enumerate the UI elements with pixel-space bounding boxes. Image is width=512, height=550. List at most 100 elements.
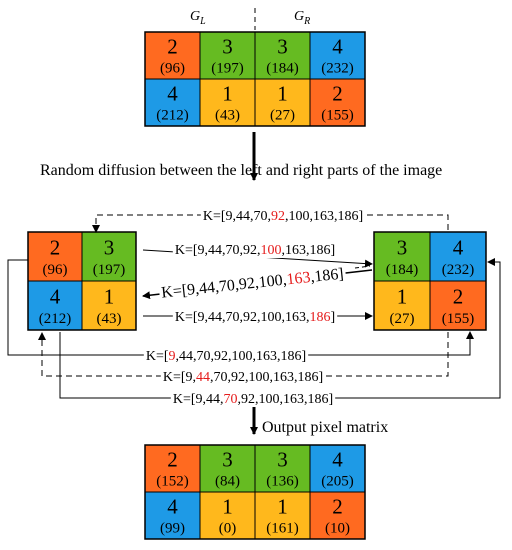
cell-background	[27, 280, 83, 331]
cell-background	[199, 491, 256, 540]
matrix-cell: 2(96)	[144, 31, 201, 80]
cell-index: 2	[453, 285, 464, 309]
matrix-cell: 1(27)	[254, 78, 311, 127]
matrix-cell: 4(232)	[429, 231, 487, 282]
cell-value: (84)	[215, 473, 240, 489]
key-suffix: ]	[329, 392, 334, 407]
key-prefix: K=[	[161, 282, 189, 302]
cell-index: 2	[332, 82, 343, 106]
cell-index: 2	[332, 495, 343, 519]
matrix-cell: 4(232)	[309, 31, 366, 80]
key-item: 100	[261, 310, 282, 325]
key-sep: ,	[193, 370, 197, 385]
key-item: 92	[231, 370, 245, 385]
matrix-cell: 4(99)	[144, 491, 201, 540]
cell-index: 1	[277, 495, 288, 519]
cell-index: 4	[332, 448, 343, 472]
key-sep: ,	[282, 271, 288, 288]
matrix-cell: 3(136)	[254, 444, 311, 493]
key-label-bg	[172, 310, 338, 325]
key-item: 163	[285, 243, 306, 258]
cell-value: (212)	[39, 311, 72, 327]
cell-index: 4	[167, 82, 178, 106]
cell-index: 3	[277, 35, 288, 59]
key-suffix: ]	[319, 370, 324, 385]
cell-background	[199, 78, 256, 127]
caption-output: Output pixel matrix	[262, 419, 388, 436]
key-row2: K=[9,44,70,92,100,163,186]	[175, 310, 335, 325]
cell-value: (205)	[321, 473, 354, 489]
key-sep: ,	[306, 310, 310, 325]
key-bottom-2: K=[9,44,70,92,100,163,186]	[163, 370, 323, 385]
matrix-cell: 2(10)	[309, 491, 366, 540]
key-item: 44	[208, 310, 222, 325]
cell-value: (10)	[325, 520, 350, 536]
key-item: 70	[224, 392, 238, 407]
matrix-cell: 3 (184)	[373, 231, 431, 282]
cell-index: 1	[397, 285, 408, 309]
key-label-bg	[158, 265, 347, 302]
key-sep: ,	[228, 349, 232, 364]
cell-value: (212)	[156, 107, 189, 123]
cell-background	[373, 231, 431, 282]
key-item: 9	[196, 392, 203, 407]
key-item: 100	[258, 272, 284, 291]
key-suffix: ]	[359, 209, 364, 224]
cell-index: 1	[277, 82, 288, 106]
key-item: 100	[261, 243, 282, 258]
key-item: 44	[198, 279, 216, 298]
connector-loop-3	[59, 258, 501, 399]
key-sep: ,	[211, 349, 215, 364]
matrix-cell: 4(212)	[144, 78, 201, 127]
cell-value: (43)	[215, 107, 240, 123]
key-label-bg	[143, 349, 309, 364]
cell-value: (184)	[266, 60, 299, 76]
key-item: 9	[198, 310, 205, 325]
key-sep: ,	[282, 243, 286, 258]
cell-index: 2	[167, 448, 178, 472]
key-prefix: K=[	[175, 243, 198, 258]
matrix-border	[144, 444, 366, 540]
key-diagonal: K=[9,44,70,92,100,163,186]	[161, 265, 345, 301]
key-sep: ,	[285, 209, 289, 224]
left-block-gl: 2(96)3(197)4(212)1(43)	[27, 231, 137, 331]
key-item: 70	[254, 209, 268, 224]
key-sep: ,	[254, 274, 260, 291]
key-sep: ,	[238, 392, 242, 407]
cell-value: (96)	[160, 60, 185, 76]
cell-background	[144, 444, 201, 493]
cell-index: 3	[222, 448, 233, 472]
key-item: 163	[286, 269, 312, 288]
key-sep: ,	[310, 269, 316, 286]
key-item: 163	[285, 310, 306, 325]
cell-value: (27)	[270, 107, 295, 123]
key-label-bg	[170, 392, 336, 407]
key-item: 92	[271, 209, 285, 224]
matrix-cell: 1(43)	[199, 78, 256, 127]
key-suffix: ]	[337, 265, 344, 282]
key-sep: ,	[205, 310, 209, 325]
key-item: 186	[298, 370, 319, 385]
gr-label: GR	[294, 9, 310, 27]
cell-index: 3	[397, 236, 408, 260]
key-suffix: ]	[331, 310, 336, 325]
matrix-cell: 3(197)	[81, 231, 137, 282]
cell-value: (161)	[266, 520, 299, 536]
key-item: 163	[273, 370, 294, 385]
key-prefix: K=[	[175, 310, 198, 325]
cell-index: 1	[222, 82, 233, 106]
key-item: 9	[198, 243, 205, 258]
cell-value: (197)	[211, 60, 244, 76]
key-item: 186	[281, 349, 302, 364]
key-sep: ,	[233, 209, 237, 224]
matrix-cell: 2(155)	[309, 78, 366, 127]
key-sep: ,	[228, 370, 232, 385]
key-sep: ,	[203, 392, 207, 407]
key-sep: ,	[277, 349, 281, 364]
key-item: 163	[283, 392, 304, 407]
key-item: 70	[226, 243, 240, 258]
cell-value: (136)	[266, 473, 299, 489]
key-item: 92	[243, 243, 257, 258]
key-item: 9	[169, 349, 176, 364]
cell-value: (184)	[386, 262, 419, 278]
